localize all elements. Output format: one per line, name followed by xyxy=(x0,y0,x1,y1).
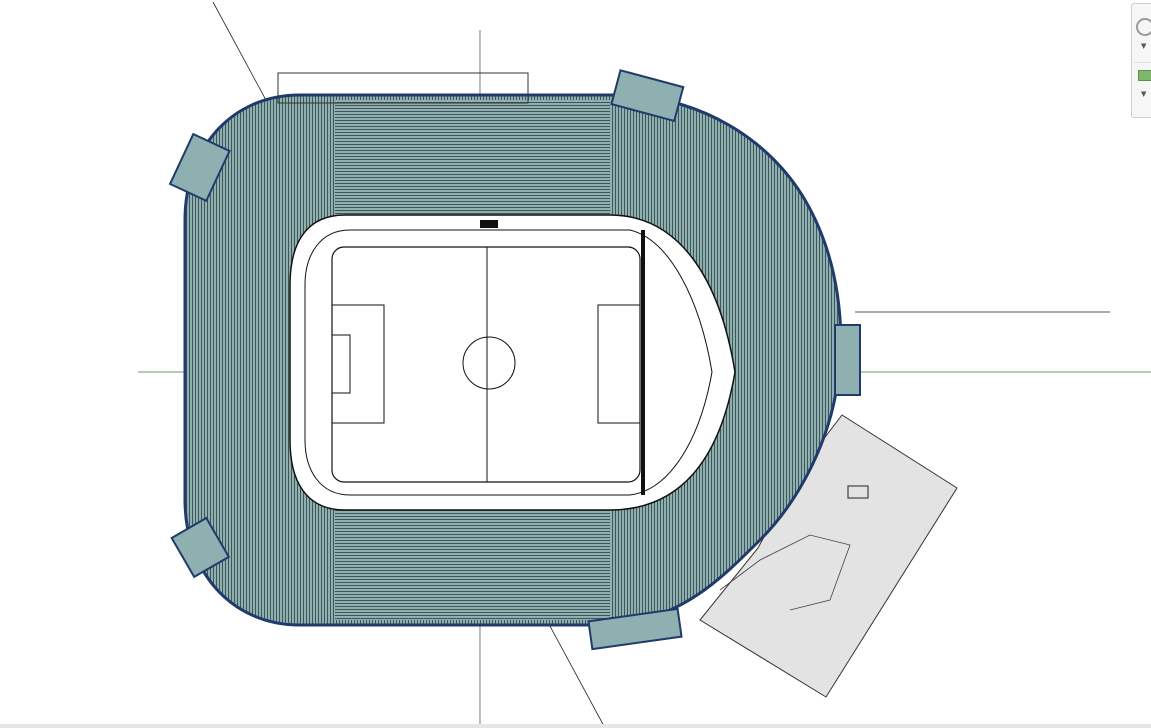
pan-zoom-icon[interactable] xyxy=(1138,70,1151,81)
corner-tower-sw xyxy=(170,516,231,579)
penalty-box-right xyxy=(597,304,641,424)
corner-tower-nw xyxy=(168,132,231,203)
status-bar xyxy=(0,724,1151,728)
annex-walls xyxy=(719,534,851,611)
annex-room xyxy=(847,485,869,499)
south-stand xyxy=(335,505,610,620)
corner-tower-se xyxy=(587,607,683,651)
east-tower xyxy=(834,324,861,396)
goal-box-left xyxy=(331,334,351,394)
corner-tower-ne xyxy=(610,69,685,123)
centre-circle xyxy=(462,336,516,390)
north-stand xyxy=(335,100,610,220)
north-roof-structure xyxy=(277,72,529,104)
chevron-down-icon[interactable]: ▼ xyxy=(1141,90,1147,98)
navigation-bar[interactable]: ▼ ▼ xyxy=(1131,3,1151,118)
scoreboard xyxy=(480,220,498,228)
chevron-down-icon[interactable]: ▼ xyxy=(1141,42,1147,50)
pitch xyxy=(331,246,641,483)
concourse-ring xyxy=(304,229,713,496)
navbar-divider xyxy=(1134,62,1151,63)
steering-wheel-icon[interactable] xyxy=(1136,18,1151,36)
